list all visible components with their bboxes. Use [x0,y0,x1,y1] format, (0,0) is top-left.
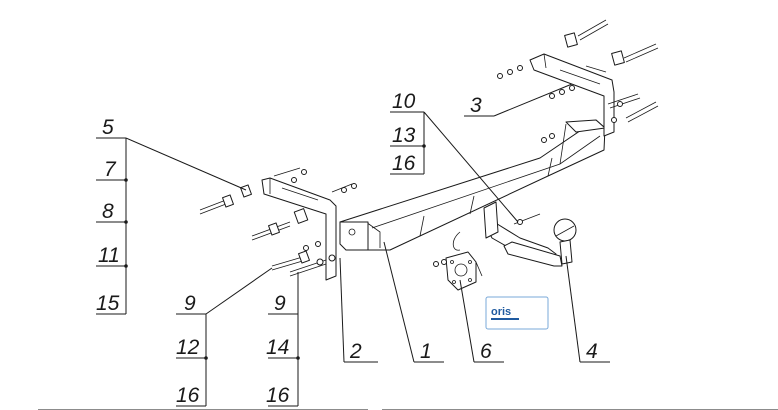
callout-13: 13 [392,124,416,147]
callout-16-left: 16 [176,384,200,407]
logo-frame [485,296,549,330]
callout-14: 14 [266,336,289,359]
callout-11: 11 [98,244,120,267]
callout-4: 4 [586,340,598,363]
callout-3: 3 [470,94,482,117]
callout-12: 12 [176,336,200,359]
logo-brand-text: oris [491,306,511,318]
callout-8: 8 [102,200,114,223]
logo-underline [491,318,519,320]
callout-9-right: 9 [274,292,286,315]
callout-2: 2 [349,340,362,363]
callout-7: 7 [104,158,117,181]
callout-16-right: 16 [392,152,416,175]
left-bracket-part [261,177,369,281]
callout-15: 15 [96,292,120,315]
socket-plate-part [445,231,483,291]
callout-1: 1 [420,340,432,363]
bolts-hardware [199,19,659,277]
right-bracket-part [529,32,625,137]
towball-part [483,201,577,267]
oris-logo: oris [485,296,549,330]
callout-16-middle: 16 [266,384,290,407]
callout-6: 6 [480,340,492,363]
crossbar-part [339,119,606,251]
callout-10: 10 [392,90,416,113]
callout-9-left: 9 [184,292,196,315]
callout-labels: 5 7 8 11 15 9 12 16 9 14 16 10 13 16 3 2… [96,90,598,407]
leader-lines [38,83,778,410]
callout-5: 5 [102,116,114,139]
